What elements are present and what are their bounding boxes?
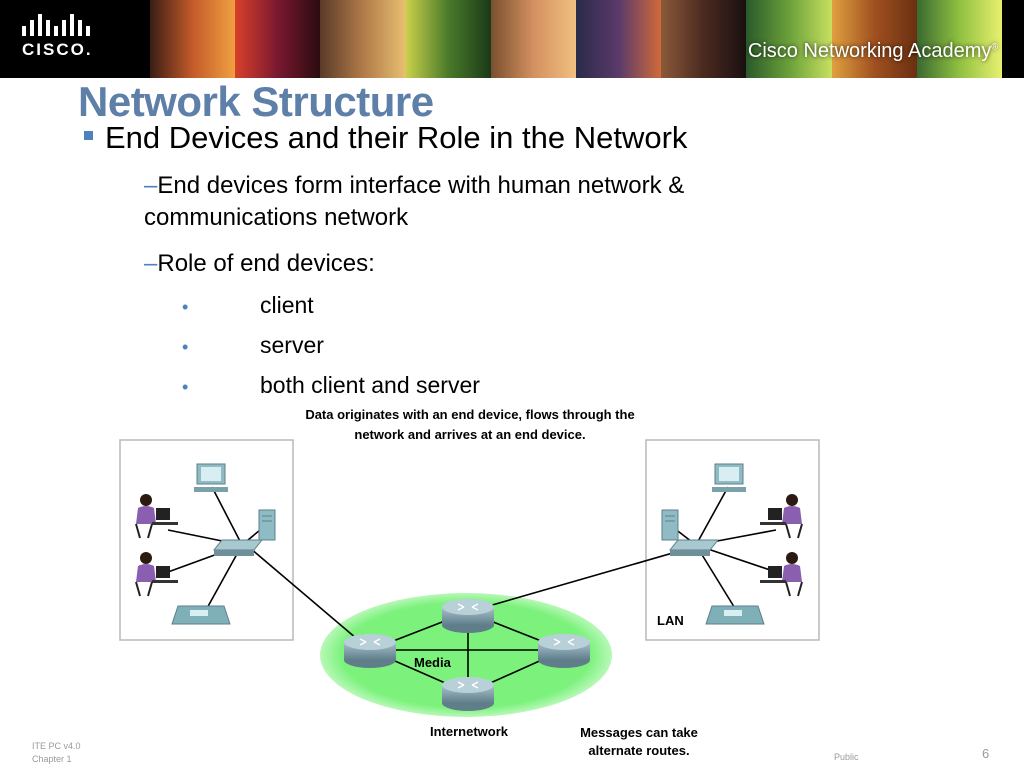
diagram-caption-line-2: network and arrives at an end device. xyxy=(354,427,586,442)
user-workstation-icon xyxy=(135,552,178,597)
cisco-logo-text: CISCO. xyxy=(22,40,93,59)
sub-bullet-2-text: Role of end devices: xyxy=(157,250,375,277)
server-icon xyxy=(661,509,679,541)
ip-phone-icon xyxy=(705,605,765,625)
diagram-caption-line-1: Data originates with an end device, flow… xyxy=(305,407,635,422)
alternate-routes-line-1: Messages can take xyxy=(580,725,698,740)
user-workstation-icon xyxy=(135,494,178,539)
dot-bullet-icon: • xyxy=(182,337,189,357)
banner-photo-strip xyxy=(150,0,1003,78)
footer-course-info: ITE PC v4.0 Chapter 1 xyxy=(32,740,81,766)
header-banner: CISCO. Cisco Networking Academy® xyxy=(0,0,1024,78)
desktop-computer-icon xyxy=(194,463,228,492)
role-item-text: client xyxy=(260,292,314,318)
cisco-logo-bars xyxy=(22,14,90,36)
desktop-computer-icon xyxy=(712,463,746,492)
dot-bullet-icon: • xyxy=(182,297,189,317)
footer-classification: Public xyxy=(834,752,859,762)
media-label: Media xyxy=(414,655,451,670)
ip-phone-icon xyxy=(171,605,231,625)
dash-bullet-icon: – xyxy=(144,250,158,277)
main-bullet: End Devices and their Role in the Networ… xyxy=(84,120,687,156)
footer-chapter: Chapter 1 xyxy=(32,754,72,764)
role-item-text: server xyxy=(260,332,324,358)
user-workstation-icon xyxy=(760,494,803,539)
role-item-both: • both client and server xyxy=(182,372,480,399)
switch-icon xyxy=(212,539,264,556)
diagram-caption-top: Data originates with an end device, flow… xyxy=(270,405,670,445)
sub-bullet-2: –Role of end devices: xyxy=(144,248,375,280)
server-icon xyxy=(258,509,276,541)
router-icon xyxy=(442,599,494,633)
router-icon xyxy=(538,634,590,668)
academy-brand-text: Cisco Networking Academy xyxy=(747,40,992,62)
main-bullet-text: End Devices and their Role in the Networ… xyxy=(105,120,688,155)
router-icon xyxy=(442,677,494,711)
alternate-routes-caption: Messages can take alternate routes. xyxy=(564,724,714,760)
footer-course: ITE PC v4.0 xyxy=(32,741,81,751)
academy-registered-mark: ® xyxy=(991,41,998,52)
dot-bullet-icon: • xyxy=(182,377,189,397)
role-item-text: both client and server xyxy=(260,372,480,398)
internetwork-cloud xyxy=(320,593,612,717)
slide-title: Network Structure xyxy=(78,78,434,125)
dash-bullet-icon: – xyxy=(144,172,158,199)
sub-bullet-1: –End devices form interface with human n… xyxy=(144,170,844,234)
page-number: 6 xyxy=(982,746,990,761)
square-bullet-icon xyxy=(84,131,93,141)
alternate-routes-line-2: alternate routes. xyxy=(588,743,690,758)
lan-label: LAN xyxy=(657,613,684,628)
role-item-server: • server xyxy=(182,332,324,359)
network-diagram xyxy=(119,439,820,717)
switch-icon xyxy=(668,539,720,556)
sub-bullet-1-text: End devices form interface with human ne… xyxy=(144,172,685,231)
role-item-client: • client xyxy=(182,292,314,319)
user-workstation-icon xyxy=(760,552,803,597)
router-icon xyxy=(344,634,396,668)
internetwork-label: Internetwork xyxy=(430,724,509,739)
academy-brand: Cisco Networking Academy® xyxy=(748,40,998,63)
